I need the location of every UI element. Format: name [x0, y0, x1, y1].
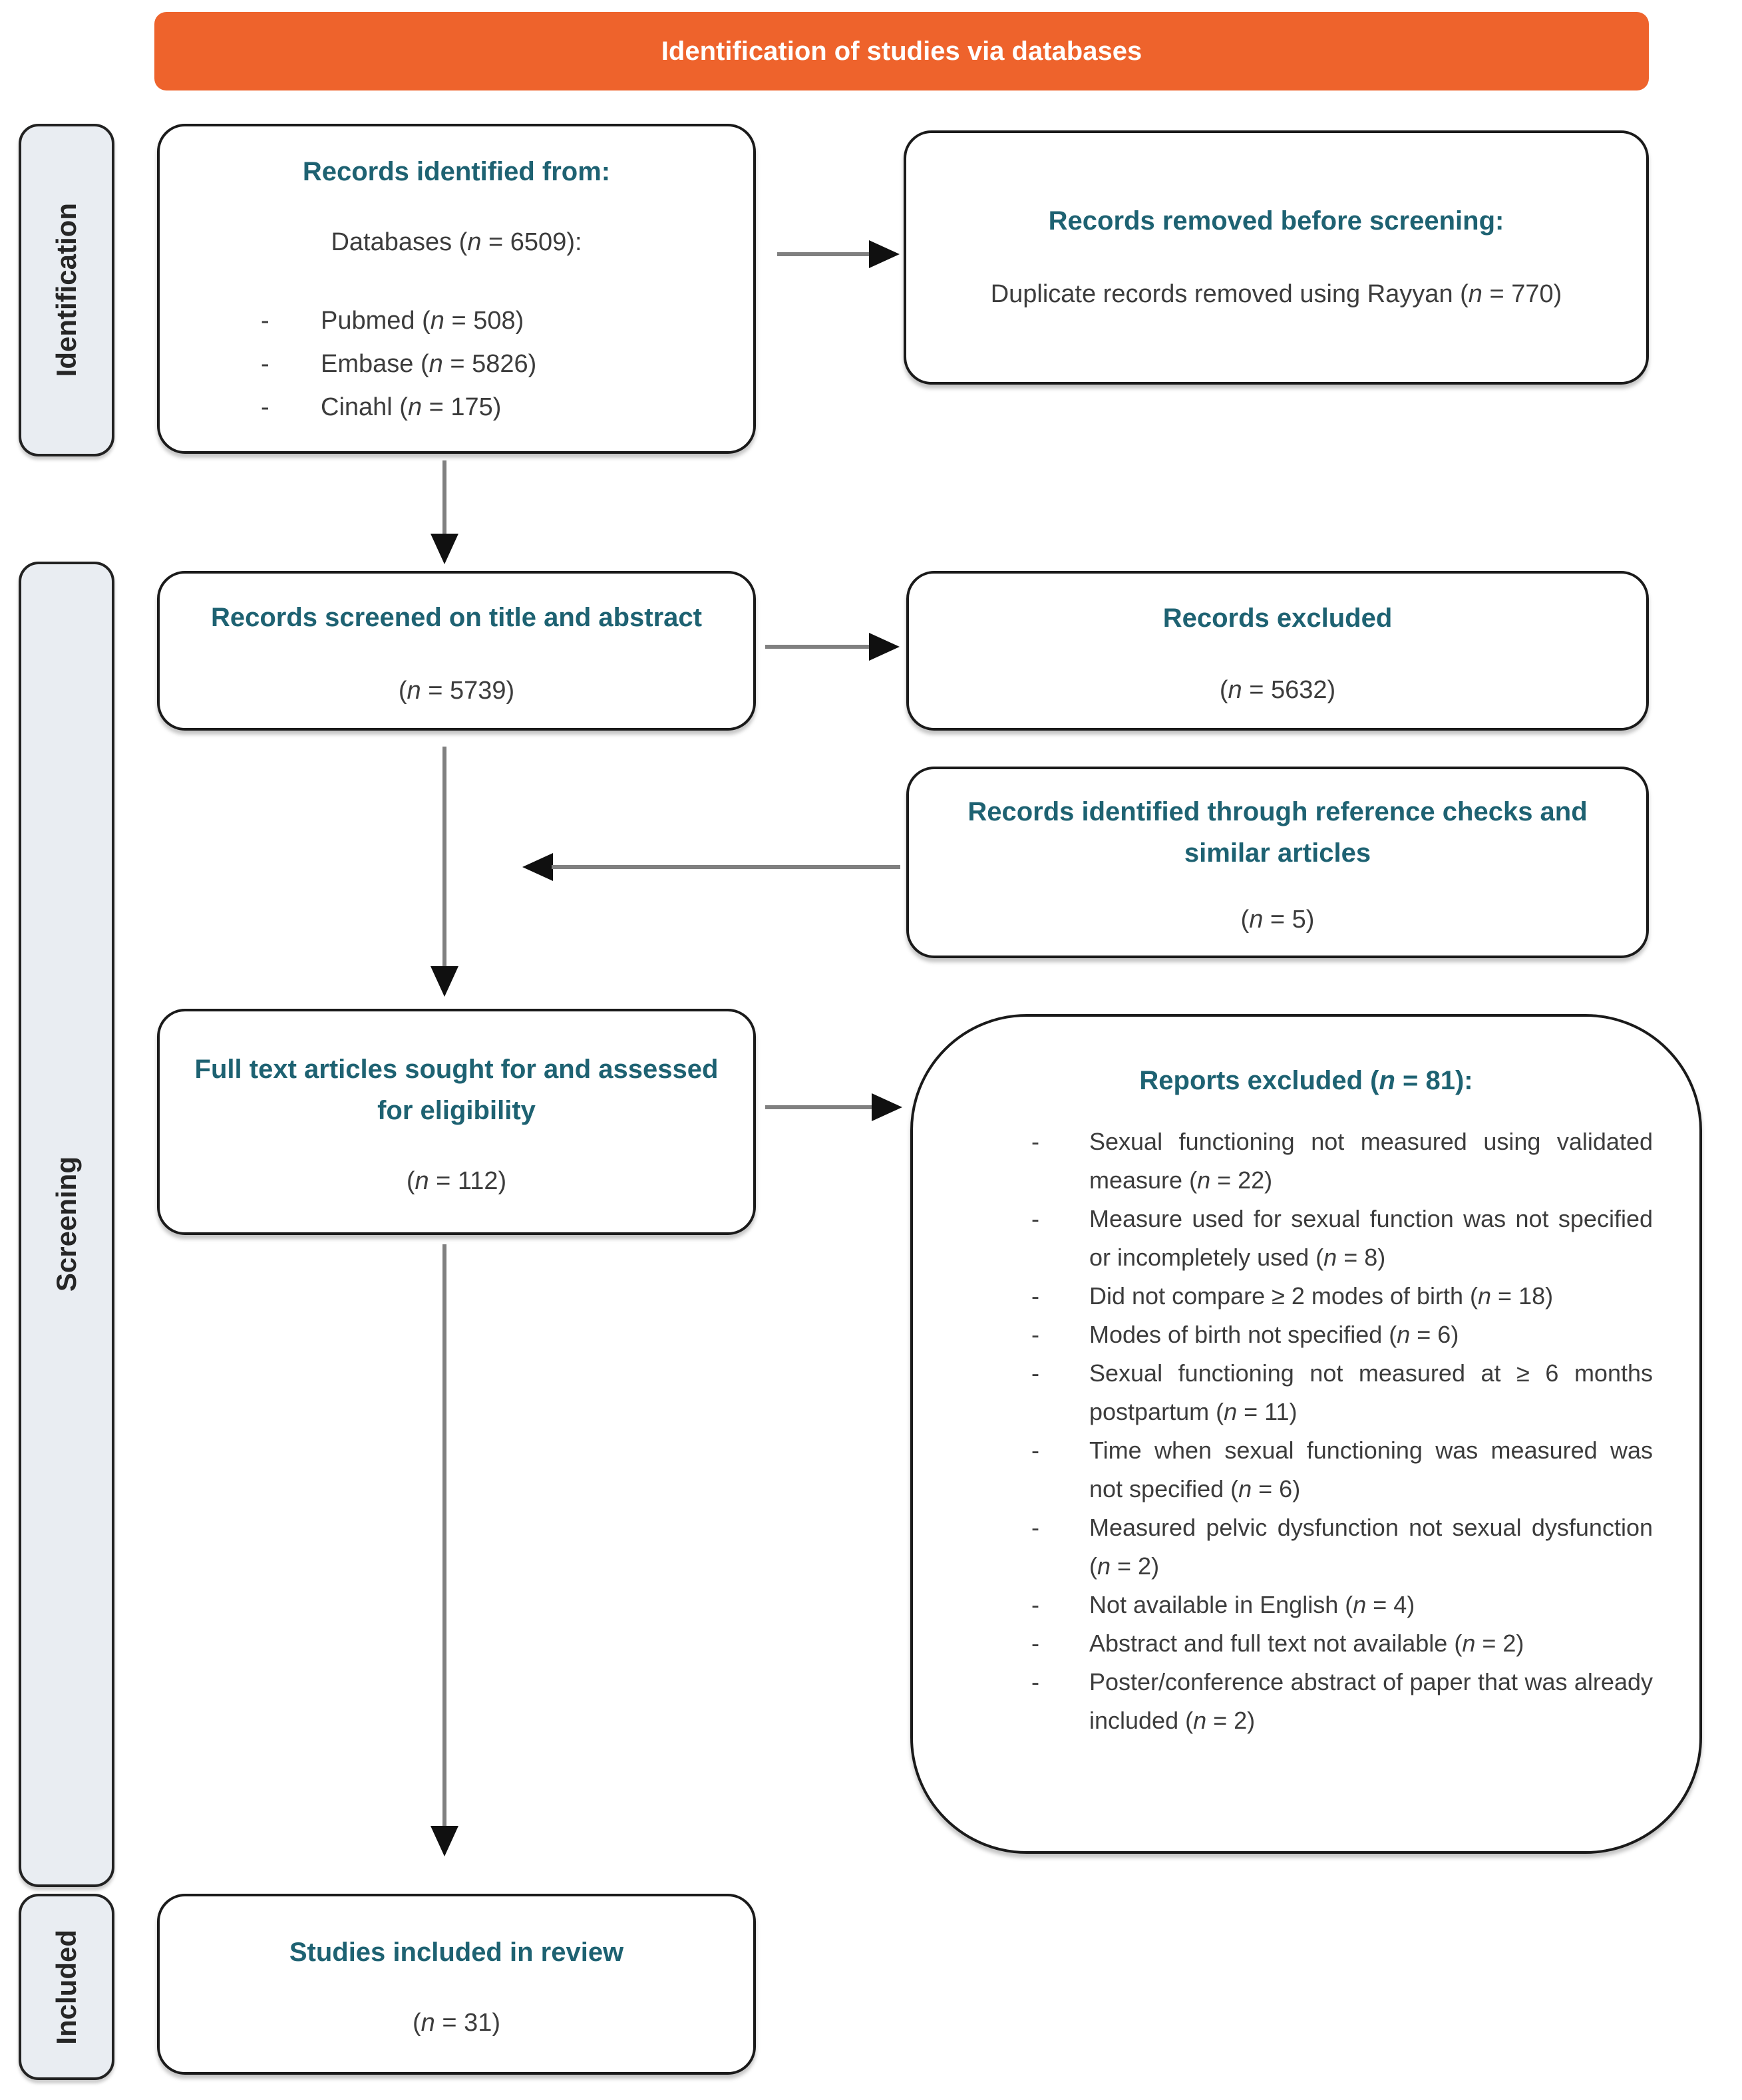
arrow-identified-to-removed-line [777, 252, 872, 256]
reason-8: Not available in English (n = 4) [1089, 1591, 1415, 1618]
stage-label-screening: Screening [19, 562, 114, 1887]
reason-9: Abstract and full text not available (n … [1089, 1630, 1524, 1657]
box-records-screened: Records screened on title and abstract (… [157, 571, 756, 731]
banner-label: Identification of studies via databases [661, 36, 1142, 66]
database-cinahl: Cinahl (n = 175) [321, 393, 502, 421]
list-item: - Sexual functioning not measured at ≥ 6 … [913, 1354, 1653, 1431]
studies-included-count: (n = 31) [412, 2008, 501, 2037]
list-item: - Time when sexual functioning was measur… [913, 1431, 1653, 1508]
list-item: - Pubmed (n = 508) [186, 299, 727, 343]
box-records-removed: Records removed before screening: Duplic… [904, 130, 1649, 385]
list-item: - Cinahl (n = 175) [186, 386, 727, 429]
arrow-identified-to-removed-head [869, 240, 900, 268]
stage-label-included: Included [19, 1894, 114, 2080]
arrow-fulltext-to-included-line [442, 1244, 446, 1827]
records-excluded-heading: Records excluded [1162, 603, 1393, 633]
box-reports-excluded: Reports excluded (n = 81): - Sexual funct… [910, 1014, 1702, 1854]
records-identified-heading: Records identified from: [302, 157, 611, 186]
bullet-dash: - [1031, 1514, 1039, 1541]
fulltext-heading: Full text articles sought for and assess… [194, 1054, 719, 1125]
list-item: - Not available in English (n = 4) [913, 1586, 1653, 1624]
arrow-screened-to-excluded-line [765, 645, 870, 649]
reason-2: Measure used for sexual function was not… [1089, 1205, 1653, 1271]
records-screened-heading: Records screened on title and abstract [210, 602, 702, 632]
bullet-dash: - [1031, 1591, 1039, 1618]
arrow-identified-to-screened-head [431, 534, 458, 564]
box-reference-checks: Records identified through reference che… [906, 767, 1649, 958]
records-removed-body: Duplicate records removed using Rayyan (… [990, 280, 1562, 308]
arrow-screened-to-fulltext-head [431, 966, 458, 997]
arrow-screened-to-fulltext-line [442, 747, 446, 967]
bullet-dash: - [261, 307, 269, 335]
list-item: - Poster/conference abstract of paper tha… [913, 1663, 1653, 1740]
bullet-dash: - [1031, 1205, 1039, 1232]
reason-6: Time when sexual functioning was measure… [1089, 1437, 1653, 1502]
list-item: - Embase (n = 5826) [186, 343, 727, 386]
arrow-screened-to-excluded-head [869, 633, 900, 661]
studies-included-heading: Studies included in review [289, 1937, 624, 1967]
list-item: - Measure used for sexual function was no… [913, 1200, 1653, 1277]
reason-1: Sexual functioning not measured using va… [1089, 1128, 1653, 1194]
stage-label-screening-text: Screening [51, 1156, 82, 1292]
list-item: - Sexual functioning not measured using v… [913, 1123, 1653, 1200]
bullet-dash: - [1031, 1321, 1039, 1348]
bullet-dash: - [1031, 1630, 1039, 1657]
database-pubmed: Pubmed (n = 508) [321, 307, 524, 335]
list-item: - Did not compare ≥ 2 modes of birth (n =… [913, 1277, 1653, 1315]
stage-label-identification: Identification [19, 124, 114, 456]
box-records-excluded: Records excluded (n = 5632) [906, 571, 1649, 731]
reference-checks-count: (n = 5) [1240, 905, 1315, 934]
reason-4: Modes of birth not specified (n = 6) [1089, 1321, 1459, 1348]
reason-7: Measured pelvic dysfunction not sexual d… [1089, 1514, 1653, 1580]
arrow-fulltext-to-included-head [431, 1826, 458, 1856]
arrow-fulltext-to-reports-head [872, 1093, 902, 1121]
bullet-dash: - [261, 350, 269, 378]
reports-excluded-list: - Sexual functioning not measured using v… [913, 1123, 1653, 1740]
bullet-dash: - [1031, 1437, 1039, 1464]
bullet-dash: - [1031, 1668, 1039, 1695]
records-excluded-count: (n = 5632) [1219, 675, 1336, 704]
arrow-identified-to-screened-line [442, 460, 446, 535]
box-records-identified: Records identified from: Databases (n = … [157, 124, 756, 454]
list-item: - Abstract and full text not available (n… [913, 1624, 1653, 1663]
list-item: - Modes of birth not specified (n = 6) [913, 1315, 1653, 1354]
bullet-dash: - [1031, 1128, 1039, 1155]
box-fulltext-assessed: Full text articles sought for and assess… [157, 1009, 756, 1235]
fulltext-count: (n = 112) [406, 1166, 507, 1195]
reports-excluded-heading: Reports excluded (n = 81): [1139, 1066, 1473, 1095]
stage-label-identification-text: Identification [51, 203, 82, 377]
database-embase: Embase (n = 5826) [321, 350, 537, 378]
bullet-dash: - [261, 393, 269, 421]
arrow-references-to-flow-line [552, 865, 900, 869]
reason-5: Sexual functioning not measured at ≥ 6 m… [1089, 1359, 1653, 1425]
stage-label-included-text: Included [51, 1929, 82, 2045]
bullet-dash: - [1031, 1282, 1039, 1310]
box-studies-included: Studies included in review (n = 31) [157, 1894, 756, 2075]
records-screened-count: (n = 5739) [398, 676, 515, 705]
banner-identification-of-studies: Identification of studies via databases [154, 12, 1649, 90]
reason-10: Poster/conference abstract of paper that… [1089, 1668, 1653, 1734]
records-removed-heading: Records removed before screening: [1048, 206, 1504, 236]
list-item: - Measured pelvic dysfunction not sexual … [913, 1508, 1653, 1586]
reference-checks-heading: Records identified through reference che… [967, 796, 1588, 868]
database-list: - Pubmed (n = 508) - Embase (n = 5826) -… [186, 299, 727, 429]
bullet-dash: - [1031, 1359, 1039, 1387]
databases-subheading: Databases (n = 6509): [331, 228, 582, 256]
arrow-references-to-flow-head [522, 853, 553, 881]
arrow-fulltext-to-reports-line [765, 1105, 873, 1109]
reason-3: Did not compare ≥ 2 modes of birth (n = … [1089, 1282, 1554, 1310]
